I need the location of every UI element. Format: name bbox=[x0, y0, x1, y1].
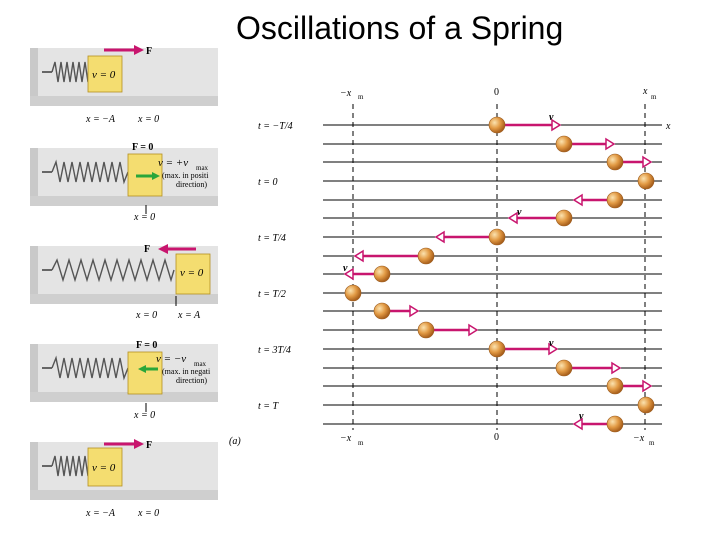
velocity-arrowhead bbox=[642, 379, 653, 393]
block bbox=[175, 253, 211, 295]
velocity-arrowhead bbox=[409, 304, 420, 318]
velocity-arrowhead bbox=[642, 155, 653, 169]
page-title: Oscillations of a Spring bbox=[236, 10, 564, 46]
oscillating-ball bbox=[488, 116, 506, 134]
x-label: x = 0 bbox=[137, 114, 159, 125]
block-velocity-label: v = 0 bbox=[180, 267, 204, 279]
note-line: (max. in positi bbox=[162, 171, 209, 180]
velocity-arrowhead bbox=[507, 211, 518, 225]
force-label: F bbox=[146, 46, 152, 57]
oscillating-ball bbox=[488, 228, 506, 246]
x-label: x = −A bbox=[85, 508, 116, 519]
velocity-arrowhead bbox=[611, 361, 622, 375]
wall bbox=[30, 48, 38, 98]
velocity-arrowhead bbox=[572, 193, 583, 207]
oscillating-ball bbox=[637, 172, 655, 190]
oscillating-ball bbox=[637, 396, 655, 414]
velocity-label: v bbox=[549, 338, 554, 349]
time-label: t = T/4 bbox=[258, 233, 286, 244]
spring bbox=[51, 455, 92, 477]
panel-label: (a) bbox=[229, 436, 241, 447]
x-label: x = 0 bbox=[137, 508, 159, 519]
force-label: F = 0 bbox=[132, 142, 153, 153]
velocity-arrowhead bbox=[605, 137, 616, 151]
spring bbox=[51, 159, 129, 185]
time-label: t = 3T/4 bbox=[258, 345, 291, 356]
oscillating-ball bbox=[373, 302, 391, 320]
oscillating-ball bbox=[417, 247, 435, 265]
note-line: (max. in negati bbox=[162, 367, 211, 376]
svg-text:m: m bbox=[649, 439, 655, 447]
floor bbox=[30, 96, 218, 106]
oscillating-ball bbox=[555, 209, 573, 227]
velocity-subscript: max bbox=[194, 360, 207, 368]
velocity-label: v bbox=[343, 263, 348, 274]
velocity-arrowhead bbox=[548, 342, 559, 356]
spring-panel-5: v = 0 F x = −A x = 0 bbox=[30, 439, 218, 519]
velocity-label: v bbox=[549, 112, 554, 123]
velocity-arrowhead bbox=[434, 230, 445, 244]
time-label: t = T bbox=[258, 401, 280, 412]
time-label: t = 0 bbox=[258, 177, 278, 188]
block-velocity-label: v = −v bbox=[156, 353, 186, 365]
spring bbox=[51, 257, 175, 283]
spring-panel-4: F = 0 v = −v max (max. in negati directi… bbox=[30, 340, 218, 421]
oscillating-ball bbox=[606, 153, 624, 171]
block bbox=[87, 447, 123, 487]
bottom-label-center: 0 bbox=[494, 432, 499, 443]
force-label: F = 0 bbox=[136, 340, 157, 351]
velocity-label: v bbox=[517, 207, 522, 218]
force-label: F bbox=[144, 244, 150, 255]
bottom-label-left: −x bbox=[340, 433, 352, 444]
time-label: t = T/2 bbox=[258, 289, 286, 300]
bottom-label-right: −x bbox=[633, 433, 645, 444]
spring bbox=[51, 61, 92, 83]
x-label: x = 0 bbox=[133, 410, 155, 421]
svg-text:m: m bbox=[358, 93, 364, 101]
oscillating-ball bbox=[488, 340, 506, 358]
x-label: x = 0 bbox=[133, 212, 155, 223]
top-label-center: 0 bbox=[494, 87, 499, 98]
velocity-label: v bbox=[579, 411, 584, 422]
spring-panel-1: v = 0 F x = −A x = 0 bbox=[30, 45, 218, 125]
time-sequence-diagram: −x m 0 x m x t bbox=[258, 86, 671, 447]
block-velocity-label: v = +v bbox=[158, 157, 188, 169]
spring-panel-2: F = 0 v = +v max (max. in positi directi… bbox=[30, 142, 218, 223]
svg-text:m: m bbox=[651, 93, 657, 101]
x-label: x = −A bbox=[85, 114, 116, 125]
oscillating-ball bbox=[555, 359, 573, 377]
oscillating-ball bbox=[417, 321, 435, 339]
note-line: direction) bbox=[176, 376, 207, 385]
oscillating-ball bbox=[606, 377, 624, 395]
velocity-arrowhead bbox=[572, 417, 583, 431]
spring bbox=[51, 355, 129, 381]
time-label: t = −T/4 bbox=[258, 121, 293, 132]
svg-text:m: m bbox=[358, 439, 364, 447]
block-velocity-label: v = 0 bbox=[92, 462, 116, 474]
axis-label: x bbox=[665, 121, 671, 132]
velocity-arrowhead bbox=[551, 118, 562, 132]
x-label: x = A bbox=[177, 310, 201, 321]
oscillating-ball bbox=[606, 415, 624, 433]
top-label-left: −x bbox=[340, 88, 352, 99]
block bbox=[127, 351, 163, 395]
velocity-subscript: max bbox=[196, 164, 209, 172]
x-label: x = 0 bbox=[135, 310, 157, 321]
spring-panel-3: v = 0 F x = 0 x = A bbox=[30, 244, 218, 321]
oscillating-ball bbox=[373, 265, 391, 283]
oscillating-ball bbox=[555, 135, 573, 153]
top-label-right: x bbox=[642, 86, 648, 97]
block bbox=[87, 55, 123, 93]
block-velocity-label: v = 0 bbox=[92, 69, 116, 81]
oscillating-ball bbox=[344, 284, 362, 302]
velocity-arrowhead bbox=[343, 267, 354, 281]
velocity-arrowhead bbox=[353, 249, 364, 263]
velocity-arrowhead bbox=[468, 323, 479, 337]
force-label: F bbox=[146, 440, 152, 451]
oscillating-ball bbox=[606, 191, 624, 209]
note-line: direction) bbox=[176, 180, 207, 189]
